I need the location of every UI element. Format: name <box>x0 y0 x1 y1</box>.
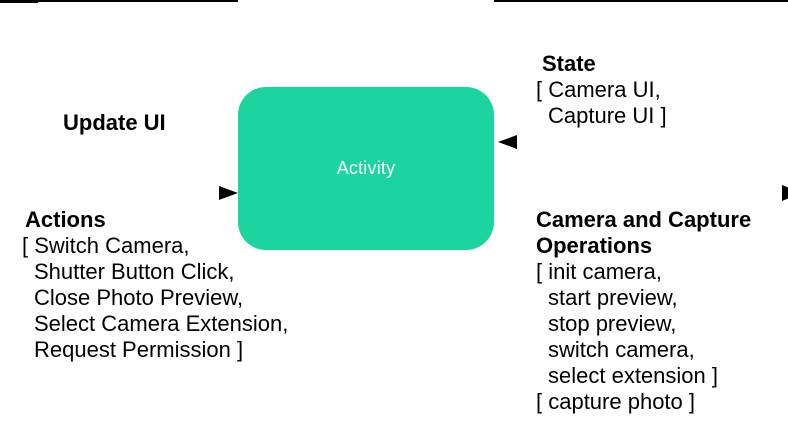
operations-title-line2: Operations <box>536 233 653 258</box>
update-ui-label: Update UI <box>63 110 166 135</box>
operations-item: [ capture photo ] <box>536 389 695 414</box>
state-title: State <box>542 51 596 76</box>
actions-arrow-head-icon <box>219 186 238 200</box>
activity-node: Activity <box>238 87 494 250</box>
state-block: State [ Camera UI, Capture UI ] <box>536 51 667 129</box>
operations-item: switch camera, <box>548 337 695 362</box>
operations-block: Camera and Capture Operations [ init cam… <box>536 207 751 415</box>
activity-node-label: Activity <box>336 158 396 178</box>
operations-item: select extension ] <box>548 363 718 388</box>
state-item: Capture UI ] <box>548 103 667 128</box>
operations-item: stop preview, <box>548 311 677 336</box>
operations-item: start preview, <box>548 285 678 310</box>
operations-arrow-line <box>494 0 788 2</box>
actions-item: [ Switch Camera, <box>22 233 190 258</box>
state-item: [ Camera UI, <box>536 77 661 102</box>
actions-title: Actions <box>25 207 106 232</box>
operations-item: [ init camera, <box>536 259 662 284</box>
actions-arrow-line <box>0 0 221 2</box>
actions-item: Request Permission ] <box>34 337 244 362</box>
actions-item: Close Photo Preview, <box>34 285 244 310</box>
actions-item: Select Camera Extension, <box>34 311 289 336</box>
operations-arrow-head-icon <box>782 185 788 201</box>
actions-block: Actions [ Switch Camera, Shutter Button … <box>22 207 288 363</box>
state-arrow-head-icon <box>498 135 517 149</box>
actions-item: Shutter Button Click, <box>34 259 235 284</box>
operations-title-line1: Camera and Capture <box>536 207 752 232</box>
